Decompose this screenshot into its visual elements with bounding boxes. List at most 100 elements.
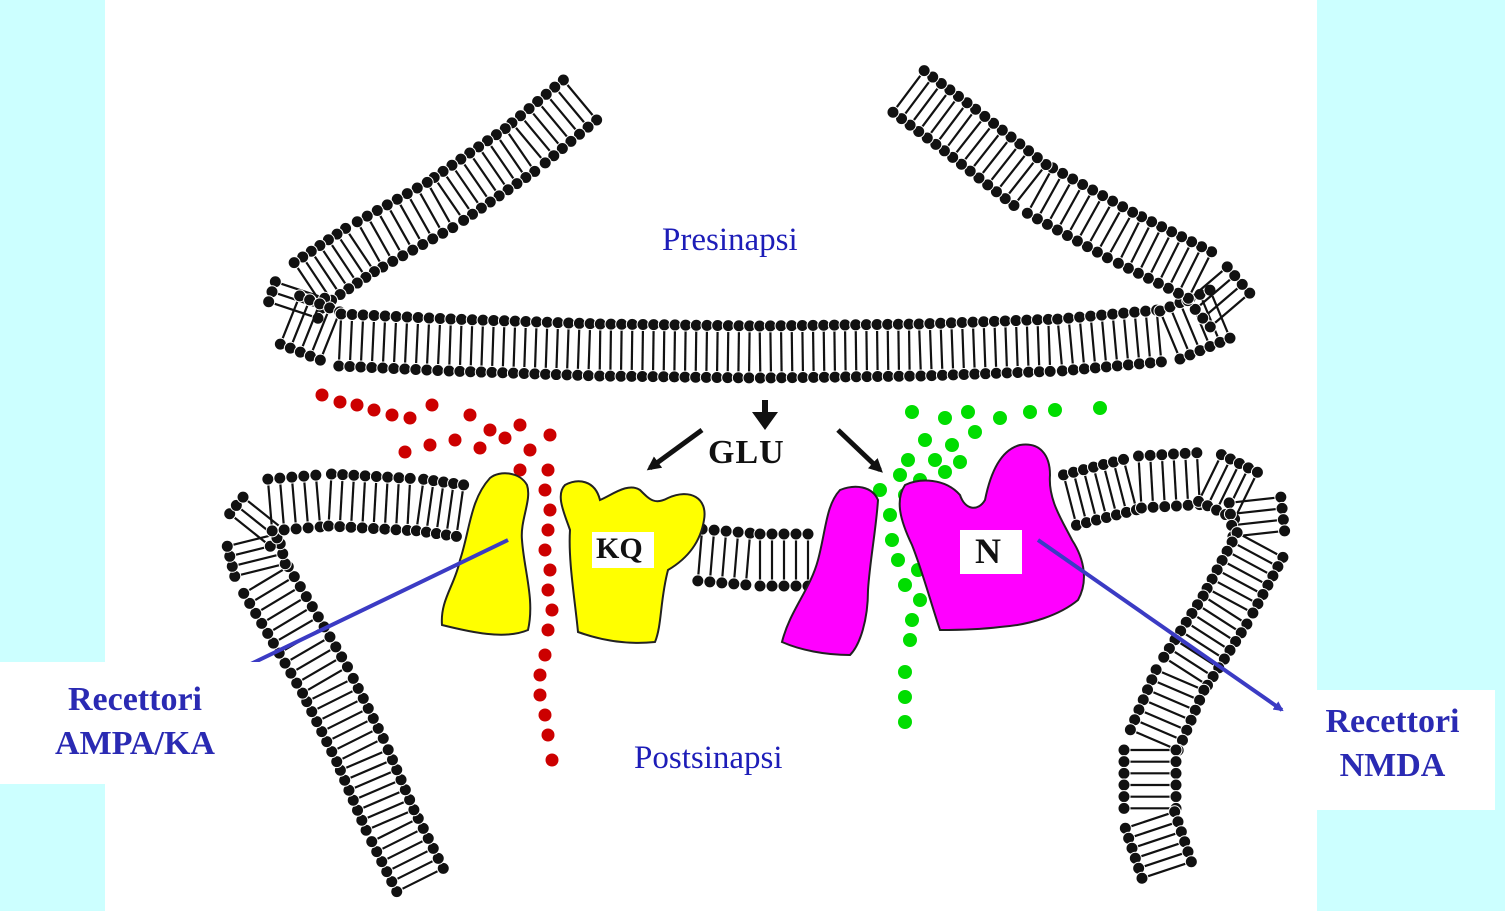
lipid-head [720, 525, 732, 537]
lipid-head [488, 314, 500, 326]
lipid-head [1221, 261, 1233, 273]
lipid-head [379, 523, 391, 535]
lipid-head [404, 472, 416, 484]
lipid-head [1223, 497, 1235, 509]
lipid-head [366, 836, 378, 848]
lipid-head [443, 365, 455, 377]
lipid-tail [856, 331, 857, 371]
lipid-head [1021, 314, 1033, 326]
lipid-head [290, 523, 302, 535]
lipid-tail [535, 328, 536, 368]
lipid-tail [824, 331, 825, 371]
lipid-head [335, 308, 347, 320]
ion-dot [905, 613, 919, 627]
lipid-head [887, 106, 899, 118]
lipid-head [274, 472, 286, 484]
lipid-head [266, 525, 278, 537]
lipid-head [1144, 357, 1156, 369]
lipid-head [1111, 360, 1123, 372]
ion-dot [968, 425, 982, 439]
ion-dot [542, 584, 555, 597]
lipid-head [221, 540, 233, 552]
lipid-head [754, 580, 766, 592]
lipid-tail [524, 328, 525, 368]
lipid-tail [952, 329, 953, 369]
lipid-head [561, 369, 573, 381]
ion-dot [546, 754, 559, 767]
lipid-head [1122, 359, 1134, 371]
lipid-head [1133, 358, 1145, 370]
lipid-head [1118, 307, 1130, 319]
lipid-tail [1049, 325, 1050, 365]
lipid-head [1170, 756, 1182, 768]
ampa-receptor-mark: KQ [596, 532, 643, 566]
lipid-tail [760, 332, 761, 372]
lipid-head [370, 471, 382, 483]
lipid-head [1100, 361, 1112, 373]
ion-dot [938, 411, 952, 425]
ion-dot [334, 396, 347, 409]
lipid-head [1144, 449, 1156, 461]
lipid-head [507, 367, 519, 379]
lipid-head [529, 368, 541, 380]
ion-dot [544, 429, 557, 442]
lipid-tail [664, 331, 665, 371]
lipid-head [704, 576, 716, 588]
ion-dot [993, 411, 1007, 425]
lipid-head [410, 363, 422, 375]
lipid-tail [930, 330, 931, 370]
ion-dot [426, 399, 439, 412]
lipid-head [958, 368, 970, 380]
lipid-head [382, 744, 394, 756]
lipid-head [766, 528, 778, 540]
lipid-head [1107, 308, 1119, 320]
lipid-head [1158, 651, 1170, 663]
lipid-head [357, 309, 369, 321]
lipid-head [466, 314, 478, 326]
ion-dot [938, 465, 952, 479]
ion-dot [1093, 401, 1107, 415]
lipid-head [582, 370, 594, 382]
lipid-tail [888, 330, 889, 370]
lipid-head [262, 473, 274, 485]
ion-dot [404, 412, 417, 425]
lipid-head [1032, 314, 1044, 326]
lipid-head [1279, 525, 1291, 537]
lipid-head [1021, 207, 1033, 219]
lipid-head [1159, 501, 1171, 513]
lipid-head [1155, 356, 1167, 368]
lipid-head [368, 310, 380, 322]
lipid-head [1118, 779, 1130, 791]
ion-dot [464, 409, 477, 422]
ion-dot [885, 533, 899, 547]
lipid-tail [792, 332, 793, 372]
lipid-tail [995, 327, 996, 367]
lipid-head [390, 524, 402, 536]
lipid-head [401, 311, 413, 323]
lipid-tail [589, 330, 590, 370]
lipid-head [1112, 257, 1124, 269]
ion-dot [534, 669, 547, 682]
lipid-head [346, 309, 358, 321]
lipid-head [540, 368, 552, 380]
ion-dot [424, 439, 437, 452]
ion-dot [539, 709, 552, 722]
lipid-tail [1005, 327, 1006, 367]
lipid-head [1179, 447, 1191, 459]
lipid-head [967, 316, 979, 328]
lipid-head [790, 580, 802, 592]
ion-dot [539, 544, 552, 557]
lipid-head [1118, 744, 1130, 756]
lipid-head [486, 366, 498, 378]
lipid-head [366, 361, 378, 373]
ion-dot [891, 553, 905, 567]
lipid-head [1044, 365, 1056, 377]
ion-dot [546, 604, 559, 617]
lipid-head [477, 314, 489, 326]
ion-dot [913, 593, 927, 607]
ion-dot [542, 464, 555, 477]
lipid-head [1063, 312, 1075, 324]
lipid-head [716, 577, 728, 589]
lipid-tail [546, 328, 547, 368]
lipid-head [1074, 311, 1086, 323]
